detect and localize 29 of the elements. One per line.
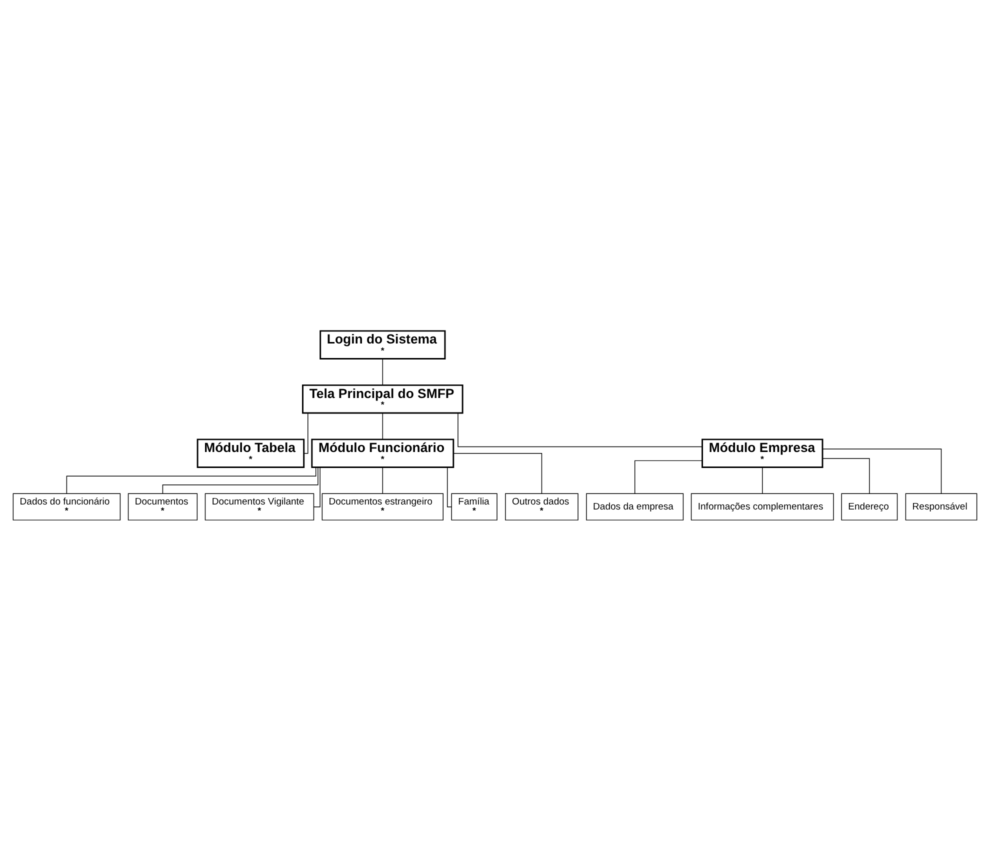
connector [382, 466, 384, 494]
node-box: Módulo Empresa * [702, 438, 824, 468]
connector [634, 460, 703, 494]
connector [446, 466, 452, 507]
connector [822, 458, 870, 494]
node-box: Módulo Tabela * [196, 438, 305, 468]
node-box: Responsável [905, 492, 978, 520]
node-box: Tela Principal do SMFP * [302, 384, 464, 414]
connector [458, 412, 703, 447]
node-box: Módulo Funcionário * [311, 438, 454, 468]
node-box: Login do Sistema * [320, 330, 446, 360]
node-box: Família * [451, 492, 498, 520]
connector [382, 412, 384, 440]
connector [453, 452, 542, 494]
connector [66, 466, 316, 494]
node-box: Documentos * [128, 492, 198, 520]
connector [162, 466, 318, 494]
connector [382, 358, 384, 385]
node-box: Outros dados * [505, 492, 578, 520]
connector [822, 448, 942, 494]
node-box: Informações complementares [690, 492, 834, 520]
node-box: Endereço [841, 492, 898, 520]
node-box: Documentos Vigilante * [204, 492, 314, 520]
node-box: Documentos estrangeiro * [322, 492, 444, 520]
connector [313, 466, 320, 507]
connector [304, 412, 308, 454]
node-box: Dados do funcionário * [12, 492, 121, 520]
connector [762, 466, 763, 494]
node-box: Dados da empresa [586, 492, 684, 520]
